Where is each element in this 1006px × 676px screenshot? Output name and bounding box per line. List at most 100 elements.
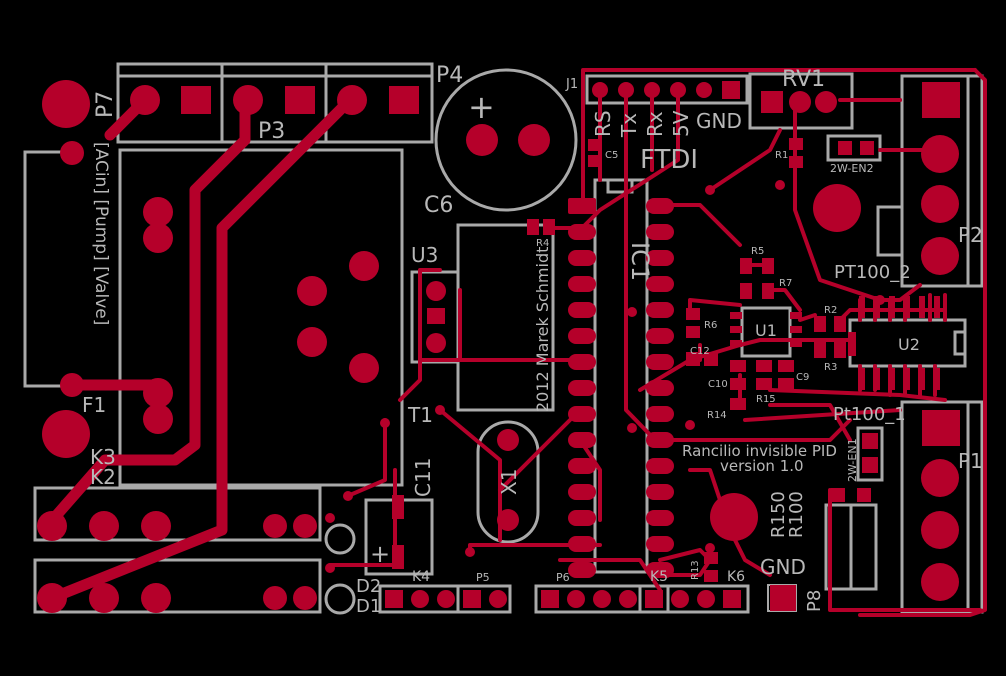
label-c12: C12 [690,346,710,357]
label-p3: P3 [258,119,285,144]
label-c6-plus: + [468,88,495,126]
label-x1: X1 [497,469,521,495]
label-k5: K5 [650,569,668,585]
ic1-pin [646,562,674,578]
label-ftdi-gnd: GND [696,109,742,133]
ic1-pin [568,354,596,370]
label-pt100-1: Pt100_1 [833,404,906,425]
ic1-pin [646,510,674,526]
label-p7: P7 [93,91,118,118]
label-u1: U1 [755,321,777,340]
ic1-pin [568,484,596,500]
label-p8: P8 [804,590,825,612]
u2-pin [934,368,940,390]
ic1-pin [568,432,596,448]
label-k3: K3 [90,445,116,469]
u2-pin [919,296,925,318]
label-c6: C6 [424,193,453,218]
label-gnd: GND [760,555,806,579]
label-p2: P2 [958,223,983,247]
ic1-pin [646,198,674,214]
ic1-pin [568,302,596,318]
ic1-pin [646,354,674,370]
ic1-pin [568,328,596,344]
label-r2: R2 [824,305,837,316]
u2-pin [919,368,925,390]
label-r4: R4 [536,238,549,249]
label-r13: R13 [690,560,701,580]
u2-pin [859,368,865,390]
label-r6: R6 [704,320,717,331]
ic1-pin [568,510,596,526]
ic1-pin [646,536,674,552]
ic1-pin [646,406,674,422]
u2-pin [889,296,895,318]
label-rv1: RV1 [782,67,825,92]
copper-traces [42,68,987,617]
ic1-pin [646,432,674,448]
label-side: [ACin] [Pump] [Valve] [91,142,111,325]
u2-pin [859,296,865,318]
label-r7: R7 [779,278,792,289]
ic1-pin [646,328,674,344]
u2-pin [934,296,940,318]
label-r150: R150 [768,491,789,538]
ic1-pin [646,458,674,474]
label-c11: C11 [411,458,435,497]
u2-pin [904,368,910,390]
label-author: 2012 Marek Schmidt [533,247,552,412]
label-r14: R14 [707,410,727,421]
ic1-pin [568,536,596,552]
label-ftdi-rs: RS [591,110,615,137]
ic1-pin [568,250,596,266]
label-title: Rancilio invisible PID [682,442,837,460]
ic1-pin [568,562,596,578]
u2-pin [874,296,880,318]
label-ic1: IC1 [626,242,654,281]
ic1-pin [568,276,596,292]
ic1-pin [568,380,596,396]
label-en2: 2W-EN2 [830,162,874,175]
ic1-pin [646,302,674,318]
u2-pin [904,296,910,318]
ic1-pin [568,406,596,422]
label-c10: C10 [708,379,728,390]
label-p1: P1 [958,449,983,473]
label-ftdi: FTDI [640,145,698,175]
ic1-pin [646,224,674,240]
label-d1: D1 [356,596,381,617]
label-ftdi-rx: Rx [643,111,667,137]
u2-pin [889,368,895,390]
label-f1: F1 [82,393,106,417]
label-k2: K2 [90,465,116,489]
label-r1: R1 [775,150,788,161]
label-u2: U2 [898,335,920,354]
label-ftdi-5v: 5V [669,110,693,137]
label-c5: C5 [605,150,618,161]
label-p6: P6 [556,571,570,584]
label-c9: C9 [796,372,809,383]
ic1-pin [646,380,674,396]
ic1-pin [568,224,596,240]
label-ftdi-tx: Tx [617,113,641,138]
label-en1: 2W-EN1 [846,438,859,482]
silkscreen-labels: P7 P3 P4 + C6 J1 RS Tx Rx 5V GND FTDI RV… [82,63,983,617]
label-u3: U3 [411,243,438,267]
label-r15: R15 [756,394,776,405]
label-version: version 1.0 [720,457,804,475]
label-p5: P5 [476,571,490,584]
label-d2: D2 [356,576,381,597]
silkscreen [23,62,984,615]
label-k4: K4 [412,569,430,585]
ic1-pin [646,484,674,500]
u2-pin [874,368,880,390]
ic1-pin [646,276,674,292]
label-p4: P4 [436,63,463,88]
label-r3: R3 [824,362,837,373]
label-t1: T1 [407,403,433,427]
label-r5: R5 [751,246,764,257]
ic1-pin [568,458,596,474]
label-j1: J1 [565,77,578,92]
label-k6: K6 [727,569,745,585]
